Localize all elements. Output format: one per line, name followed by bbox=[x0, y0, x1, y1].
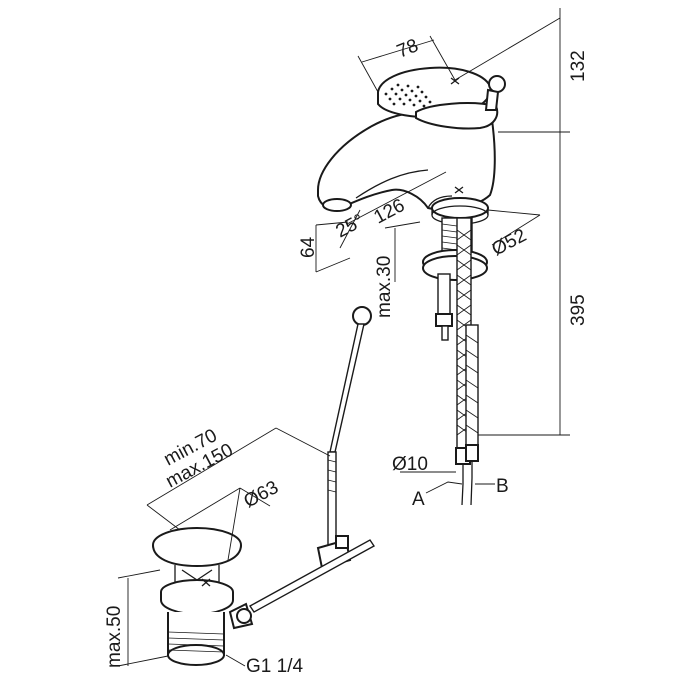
dim-52-diameter: Ø52 bbox=[488, 225, 530, 260]
lever-handle bbox=[377, 66, 506, 130]
dimension-lines-faucet bbox=[315, 8, 570, 436]
dim-126: 126 bbox=[370, 195, 408, 228]
dimension-lines-drain bbox=[117, 427, 331, 667]
thread-g1-quarter: G1 1/4 bbox=[246, 656, 303, 677]
dim-78: 78 bbox=[394, 35, 421, 62]
popup-rod bbox=[248, 306, 376, 613]
dim-max-30: max.30 bbox=[374, 256, 395, 318]
dim-64: 64 bbox=[298, 236, 319, 258]
connection-b-label: B bbox=[496, 476, 509, 497]
dim-10-diameter: Ø10 bbox=[392, 454, 428, 475]
dim-max-50: max.50 bbox=[104, 606, 125, 668]
dim-395: 395 bbox=[568, 294, 589, 326]
connection-a-label: A bbox=[412, 489, 425, 510]
dimension-labels: 78 132 395 126 25° 64 Ø52 max.30 min.70 … bbox=[104, 35, 589, 677]
handle-dot-pattern bbox=[384, 83, 432, 108]
dim-63-diameter: Ø63 bbox=[240, 477, 282, 512]
mounting-assembly bbox=[400, 217, 495, 506]
drain-waste bbox=[152, 527, 254, 666]
dim-132: 132 bbox=[568, 50, 589, 82]
dim-25-degrees: 25° bbox=[332, 210, 367, 242]
